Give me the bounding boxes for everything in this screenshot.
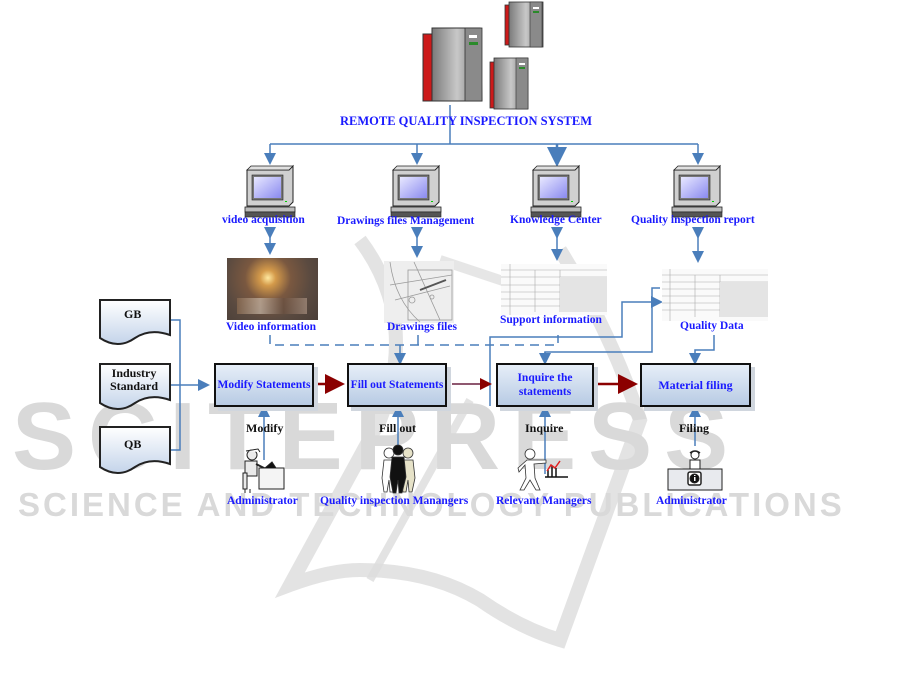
module-resource-connectors [264,227,704,263]
action-label-modify: Modify [246,421,284,435]
process-material-filing[interactable]: Material filing [640,363,751,407]
actor-label-quality-managers: Quality inspection Manangers [320,495,469,507]
standard-label-industry: Industry Standard [109,366,159,393]
process-label: Modify Statements [217,379,311,391]
standard-label-gb: GB [124,307,142,321]
server-tree-connector [264,105,704,167]
document-icon-industry-standard [99,363,171,410]
standards-connector [170,319,210,451]
action-label-fill-out: Fill out [379,421,417,435]
process-inquire-statements[interactable]: Inquire the statements [496,363,594,407]
dashed-resource-connector [269,335,559,346]
action-label-filing: Filing [679,421,710,435]
action-label-inquire: Inquire [525,421,564,435]
server-bottom-icon [489,57,529,110]
process-label: Inquire the statements [517,372,573,398]
administrator-desk-icon [242,448,285,493]
actor-label-administrator-filing: Administrator [656,495,727,507]
system-title: REMOTE QUALITY INSPECTION SYSTEM [340,114,593,128]
actor-label-relevant-managers: Relevant Managers [496,495,592,507]
quality-managers-group-icon [381,444,416,494]
relevant-managers-presenter-icon [517,448,568,491]
actor-label-administrator-modify: Administrator [227,495,298,507]
server-main-icon [422,27,483,102]
module-label-video-acquisition: video acquisition [222,214,305,226]
resource-label-drawings-files: Drawings files [387,321,457,333]
document-icon-qb [99,426,171,474]
process-label: Fill out Statements [350,379,444,391]
resource-label-support-information: Support information [500,314,602,326]
module-label-knowledge-center: Knowledge Center [510,214,602,226]
module-label-drawings-management: Drawings files Management [337,215,475,227]
resource-label-video-information: Video information [226,321,316,333]
resource-label-quality-data: Quality Data [680,320,744,332]
process-modify-statements[interactable]: Modify Statements [214,363,314,407]
administrator-info-desk-icon [667,450,723,491]
watermark-sub-text: SCIENCE AND TECHNOLOGY PUBLICATIONS [18,486,845,523]
document-icon-gb [99,299,171,345]
module-label-quality-report: Quality inspection report [631,214,755,226]
standard-label-qb: QB [124,437,142,451]
server-top-icon [504,1,544,48]
quality-data-connectors [489,287,715,406]
process-label: Material filing [658,378,733,392]
process-fill-out-statements[interactable]: Fill out Statements [347,363,447,407]
video-information-image [227,258,318,320]
